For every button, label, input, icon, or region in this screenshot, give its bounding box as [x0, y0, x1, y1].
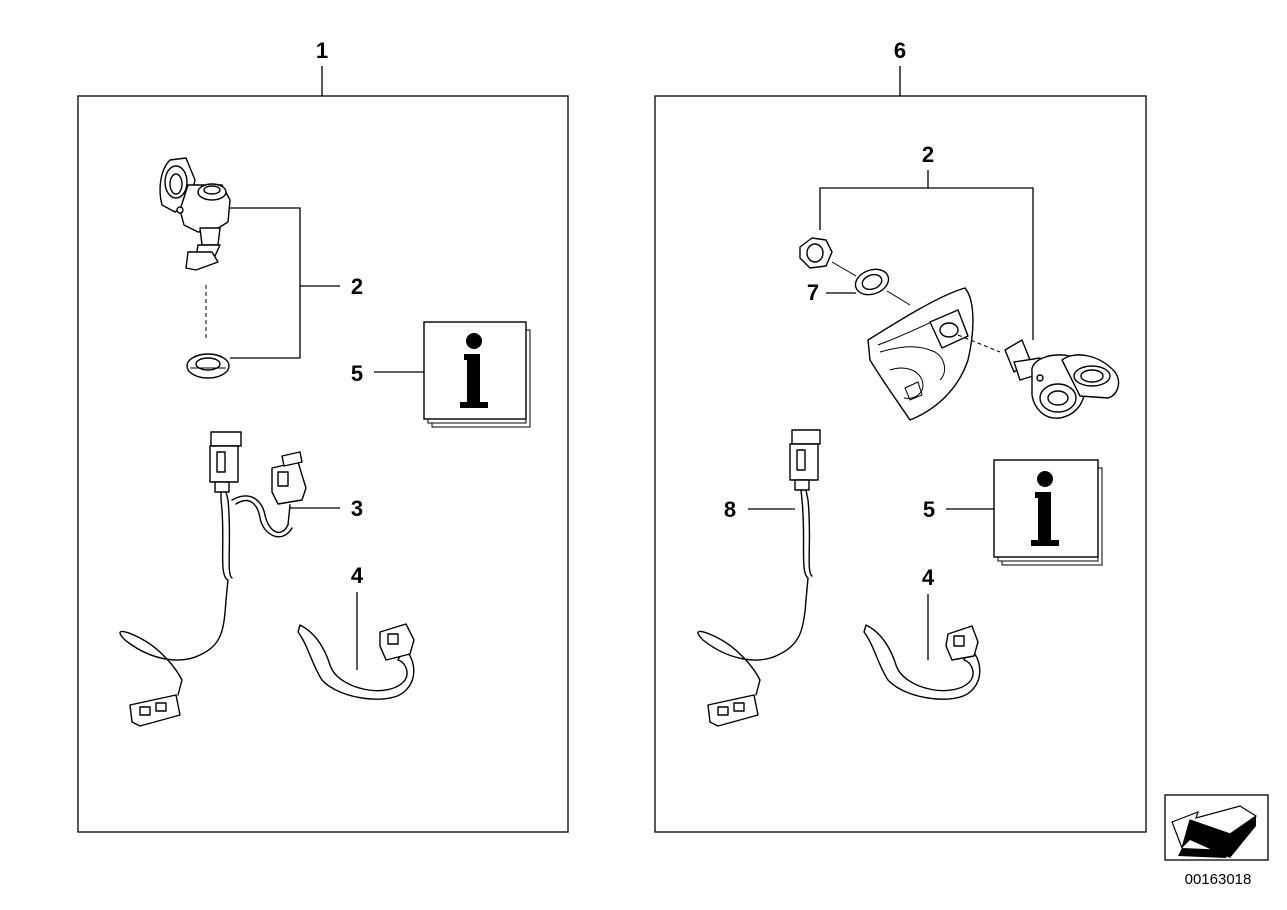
callout-2-left: 2 — [351, 274, 363, 299]
callout-5-left: 5 — [351, 361, 363, 386]
socket-right-icon — [1004, 339, 1120, 419]
document-number: 00163018 — [1185, 871, 1252, 888]
socket-part-icon — [159, 157, 231, 271]
wiring-harness-icon — [119, 431, 307, 727]
info-manual-icon — [423, 321, 531, 428]
washer-7-icon — [854, 268, 890, 296]
callout-3-left: 3 — [351, 496, 363, 521]
panel-kit-6: 6 2 7 — [654, 38, 1147, 833]
cable-tie-right-icon — [863, 624, 981, 700]
callout-7-right: 7 — [807, 280, 819, 305]
panel-label-6: 6 — [894, 38, 906, 63]
callout-4-right: 4 — [922, 565, 935, 590]
panel-label-1: 1 — [316, 38, 328, 63]
cable-8-icon — [697, 429, 821, 727]
callout-5-right: 5 — [923, 497, 935, 522]
callout-4-left: 4 — [351, 563, 364, 588]
fairing-panel-icon — [867, 287, 974, 421]
panel-kit-1: 1 2 5 — [77, 38, 569, 833]
washer-ring-icon — [186, 353, 230, 379]
cable-tie-icon — [297, 623, 415, 700]
nut-icon — [799, 237, 833, 269]
view-direction-icon — [1164, 794, 1269, 861]
info-manual-right-icon — [993, 459, 1103, 566]
callout-2-right: 2 — [922, 142, 934, 167]
callout-8-right: 8 — [724, 497, 736, 522]
